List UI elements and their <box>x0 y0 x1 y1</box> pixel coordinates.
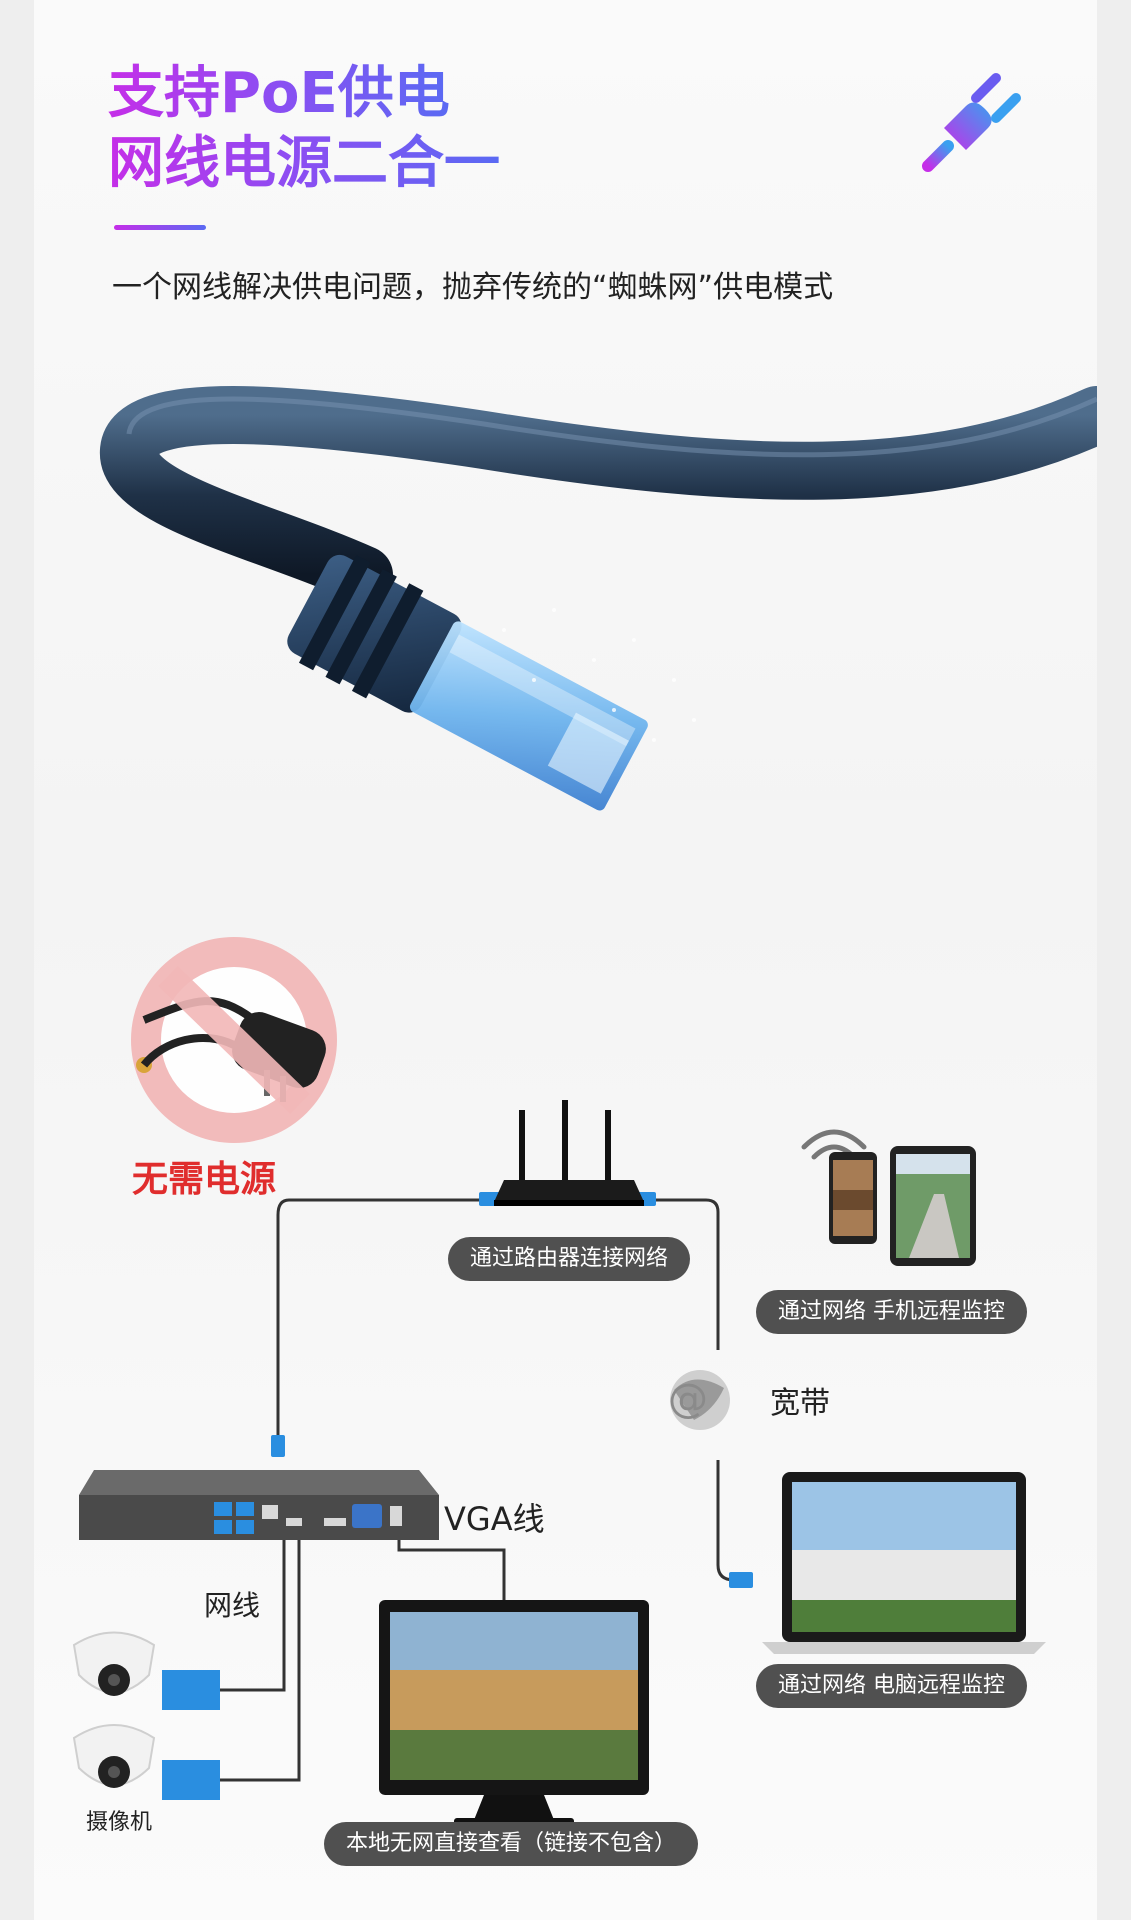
globe-at-icon: @ <box>668 1370 730 1430</box>
router-icon <box>494 1100 644 1206</box>
subtitle: 一个网线解决供电问题，抛弃传统的“蜘蛛网”供电模式 <box>112 270 834 305</box>
network-diagram: @ <box>72 1100 1046 1826</box>
title-underline <box>114 225 206 230</box>
router-label: 通过路由器连接网络 <box>448 1237 691 1281</box>
ethernet-cable-image <box>100 386 1097 811</box>
broadband-label: 宽带 <box>770 1386 830 1421</box>
phone-icon <box>829 1152 877 1244</box>
camera-connector-2 <box>162 1760 220 1800</box>
camera-label: 摄像机 <box>86 1810 153 1835</box>
local-view-label: 本地无网直接查看（链接不包含） <box>324 1822 699 1866</box>
no-power-adapter-icon <box>131 937 337 1143</box>
camera-icon-1 <box>72 1631 156 1696</box>
plug-icon <box>922 73 1021 172</box>
monitor-icon <box>379 1600 649 1826</box>
camera-icon-2 <box>72 1724 156 1788</box>
svg-text:@: @ <box>668 1376 708 1422</box>
laptop-monitor-label: 通过网络 电脑远程监控 <box>756 1664 1027 1708</box>
vga-cable-label: VGA线 <box>444 1500 545 1538</box>
title-line-2: 网线电源二合一 <box>108 131 500 196</box>
laptop-icon <box>762 1472 1046 1654</box>
network-cable-label: 网线 <box>204 1589 261 1622</box>
title-line-1: 支持PoE供电 <box>108 61 450 126</box>
product-page: 支持PoE供电 网线电源二合一 一个网线解决供电问题，抛弃传统的“蜘蛛网”供电模… <box>34 0 1097 1920</box>
tablet-icon <box>890 1146 976 1266</box>
nvr-device-icon <box>79 1470 439 1540</box>
camera-connector-1 <box>162 1670 220 1710</box>
phone-monitor-label: 通过网络 手机远程监控 <box>756 1290 1027 1334</box>
no-power-label: 无需电源 <box>132 1159 277 1200</box>
